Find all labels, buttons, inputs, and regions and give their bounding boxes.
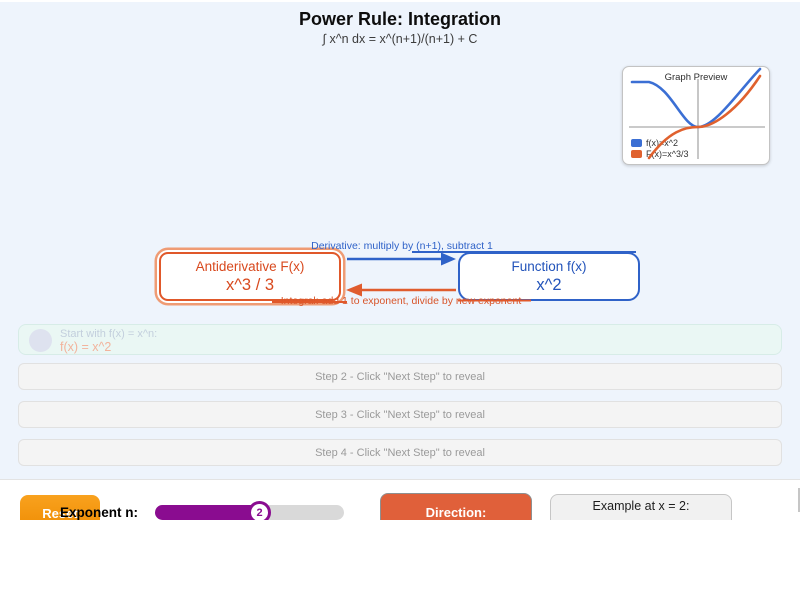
legend-swatch-orange <box>631 149 642 158</box>
example-panel-title: Example at x = 2: <box>592 499 690 513</box>
step-2-panel: Step 2 - Click "Next Step" to reveal <box>18 363 782 390</box>
step-2-placeholder-text: Step 2 - Click "Next Step" to reveal <box>315 370 485 383</box>
derivative-arrow-head-icon <box>441 252 456 266</box>
function-box-title: Function f(x) <box>511 258 587 274</box>
legend-label-Fx: F(x)=x^3/3 <box>646 148 689 159</box>
exponent-slider-value: 2 <box>256 506 263 519</box>
step-4-placeholder-text: Step 4 - Click "Next Step" to reveal <box>315 446 485 459</box>
antiderivative-box: Antiderivative F(x) x^3 / 3 <box>159 252 341 301</box>
graph-legend: f(x)=x^2 F(x)=x^3/3 <box>631 137 688 159</box>
step-1-formula: f(x) = x^2 <box>60 340 112 354</box>
viewport-whitespace <box>0 520 800 600</box>
legend-item-fx: f(x)=x^2 <box>631 137 688 148</box>
step-4-panel: Step 4 - Click "Next Step" to reveal <box>18 439 782 466</box>
step-3-placeholder-text: Step 3 - Click "Next Step" to reveal <box>315 408 485 421</box>
legend-label-fx: f(x)=x^2 <box>646 137 678 148</box>
offscreen-panel-edge <box>798 488 800 512</box>
exponent-slider-fill <box>155 505 263 520</box>
antiderivative-box-title: Antiderivative F(x) <box>195 258 305 274</box>
exponent-slider[interactable]: 2 <box>155 501 344 524</box>
integral-arrow-label: Integral: add 1 to exponent, divide by n… <box>280 295 522 307</box>
main-canvas: Power Rule: Integration ∫ x^n dx = x^(n+… <box>0 2 800 480</box>
formula-subtitle: ∫ x^n dx = x^(n+1)/(n+1) + C <box>322 32 478 46</box>
derivative-arrow-label: Derivative: multiply by (n+1), subtract … <box>311 240 493 252</box>
graph-preview-title: Graph Preview <box>664 72 728 83</box>
step-3-panel: Step 3 - Click "Next Step" to reveal <box>18 401 782 428</box>
step-1-panel: Start with f(x) = x^n: f(x) = x^2 <box>18 324 782 355</box>
step-1-text: Start with f(x) = x^n: <box>60 328 158 340</box>
graph-preview-card: Graph Preview f(x)=x^2 F(x)=x^3/3 <box>622 66 770 165</box>
function-box-formula: x^2 <box>536 275 562 294</box>
antiderivative-box-formula: x^3 / 3 <box>225 275 275 294</box>
legend-item-Fx: F(x)=x^3/3 <box>631 148 688 159</box>
function-box: Function f(x) x^2 <box>458 252 640 301</box>
exponent-label: Exponent n: <box>60 505 138 520</box>
step-1-indicator-circle <box>29 329 52 352</box>
legend-swatch-blue <box>631 138 642 147</box>
page-title: Power Rule: Integration <box>298 9 502 29</box>
